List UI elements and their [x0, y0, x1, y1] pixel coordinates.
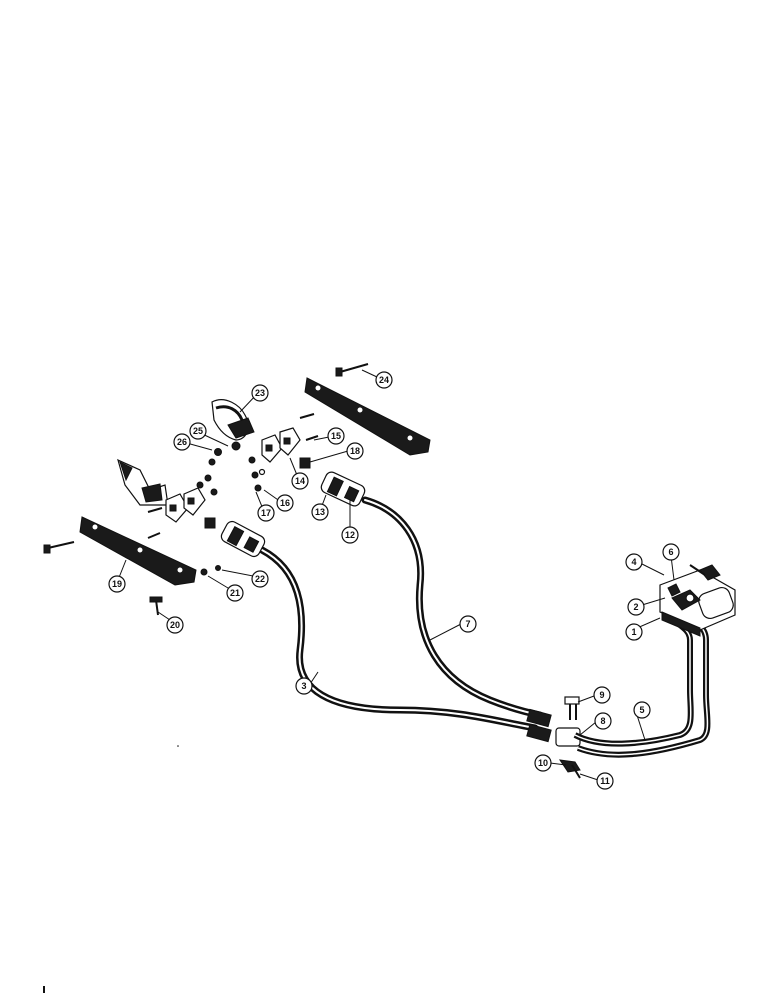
callout-14: 14	[291, 472, 309, 490]
hose-fitting-left	[220, 520, 266, 558]
callout-22: 22	[251, 570, 269, 588]
clamp-14-upper	[261, 427, 301, 463]
callout-19: 19	[108, 575, 126, 593]
svg-text:17: 17	[261, 508, 271, 518]
svg-text:12: 12	[345, 530, 355, 540]
svg-text:25: 25	[193, 426, 203, 436]
callout-11: 11	[596, 772, 614, 790]
bolt-lower-left	[43, 541, 75, 554]
svg-text:7: 7	[465, 619, 470, 629]
callout-5: 5	[633, 701, 651, 719]
callout-18: 18	[346, 442, 364, 460]
svg-text:15: 15	[331, 431, 341, 441]
svg-text:2: 2	[633, 602, 638, 612]
mounting-bracket	[117, 458, 169, 506]
callout-3: 3	[295, 677, 313, 695]
callout-13: 13	[311, 503, 329, 521]
hose-7	[361, 496, 544, 719]
tee-fitting-8	[526, 708, 581, 747]
callout-2: 2	[627, 598, 645, 616]
callout-20: 20	[166, 616, 184, 634]
callout-24: 24	[375, 371, 393, 389]
clip-10-11	[558, 759, 581, 779]
callout-21: 21	[226, 584, 244, 602]
callout-4: 4	[625, 553, 643, 571]
steel-tubes-5	[573, 617, 711, 758]
callout-9: 9	[593, 686, 611, 704]
svg-text:11: 11	[600, 776, 610, 786]
callout-26: 26	[173, 433, 191, 451]
bolt-9	[564, 696, 580, 720]
bolt-24	[335, 363, 369, 377]
bracket-23	[211, 399, 255, 441]
svg-text:3: 3	[301, 681, 306, 691]
svg-text:4: 4	[631, 557, 636, 567]
svg-text:19: 19	[112, 579, 122, 589]
callout-1: 1	[625, 623, 643, 641]
svg-text:21: 21	[230, 588, 240, 598]
svg-text:8: 8	[600, 716, 605, 726]
callout-7: 7	[459, 615, 477, 633]
callout-17: 17	[257, 504, 275, 522]
fasteners	[147, 413, 319, 747]
svg-text:6: 6	[668, 547, 673, 557]
control-valve-assembly	[659, 564, 736, 637]
svg-text:10: 10	[538, 758, 548, 768]
svg-text:20: 20	[170, 620, 180, 630]
callout-25: 25	[189, 422, 207, 440]
svg-text:9: 9	[599, 690, 604, 700]
svg-text:5: 5	[639, 705, 644, 715]
callout-16: 16	[276, 494, 294, 512]
brace-bar-upper	[304, 377, 431, 456]
hose-fitting-12-13	[320, 471, 366, 507]
bolt-20	[149, 596, 163, 616]
svg-text:26: 26	[177, 437, 187, 447]
callout-12: 12	[341, 526, 359, 544]
hose-3	[258, 546, 539, 732]
clamp-lower	[165, 487, 206, 523]
callout-8: 8	[594, 712, 612, 730]
svg-text:14: 14	[295, 476, 305, 486]
svg-text:24: 24	[379, 375, 389, 385]
svg-text:22: 22	[255, 574, 265, 584]
svg-text:23: 23	[255, 388, 265, 398]
svg-text:13: 13	[315, 507, 325, 517]
callout-10: 10	[534, 754, 552, 772]
callout-23: 23	[251, 384, 269, 402]
svg-text:1: 1	[631, 627, 636, 637]
callout-6: 6	[662, 543, 680, 561]
svg-text:16: 16	[280, 498, 290, 508]
svg-text:18: 18	[350, 446, 360, 456]
callout-15: 15	[327, 427, 345, 445]
brace-bar-lower	[79, 516, 197, 586]
